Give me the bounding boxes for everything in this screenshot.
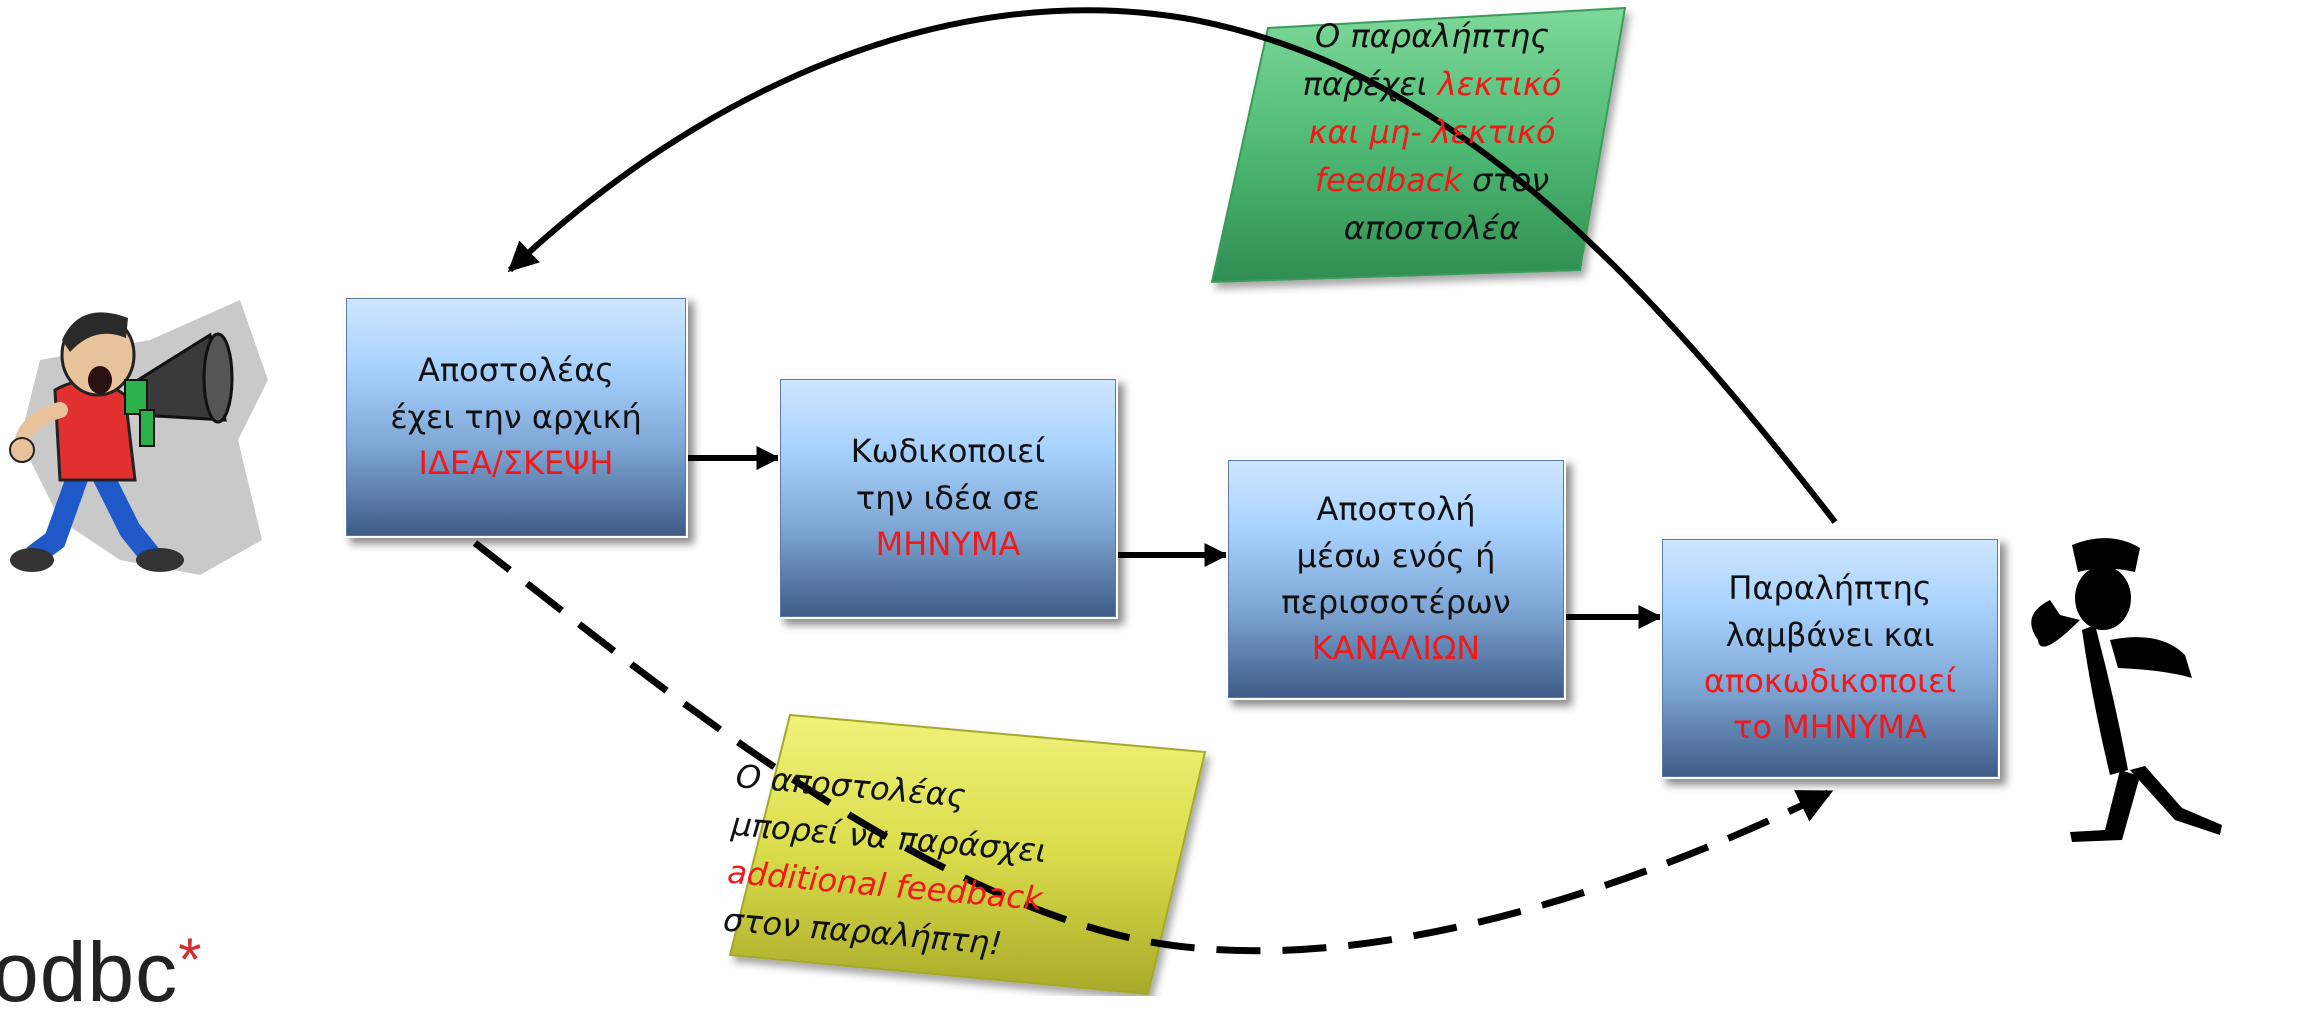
additional-feedback-arrow xyxy=(472,540,1834,955)
channel-box-line1: Αποστολή xyxy=(1316,490,1476,529)
logo-asterisk: * xyxy=(178,926,203,993)
sender-box-line2: έχει την αρχική xyxy=(390,397,642,436)
encode-box-line2: την ιδέα σε xyxy=(855,478,1041,517)
encode-box-message: ΜΗΝΥΜΑ xyxy=(875,525,1021,564)
channel-box-line2: μέσω ενός ή xyxy=(1296,536,1496,575)
diagram-canvas xyxy=(9,6,2222,996)
green-note-to: στον xyxy=(1461,161,1550,199)
receiver-box-line1: Παραλήπτης xyxy=(1728,569,1932,608)
green-note-line1: Ο παραλήπτης xyxy=(1315,17,1549,55)
receiver-decode-box: Παραλήπτης λαμβάνει και αποκωδικοποιεί τ… xyxy=(1660,537,2000,779)
receiver-box-line2: λαμβάνει και xyxy=(1725,615,1935,654)
green-feedback-shape xyxy=(1210,6,1627,284)
green-note-provides: παρέχει xyxy=(1302,65,1438,103)
sender-box-line1: Αποστολέας xyxy=(418,351,614,390)
listening-silhouette-icon xyxy=(2031,538,2222,842)
green-note-line5: αποστολέα xyxy=(1343,209,1521,247)
green-note-verbal: λεκτικό xyxy=(1437,65,1562,103)
logo-text: odbc xyxy=(0,925,179,1019)
green-feedback-note: Ο παραλήπτης παρέχει λεκτικό και μη- λεκ… xyxy=(1262,12,1602,252)
channel-box: Αποστολή μέσω ενός ή περισσοτέρων ΚΑΝΑΛΙ… xyxy=(1226,458,1566,700)
yellow-feedback-shape xyxy=(728,713,1207,996)
receiver-box-decode: αποκωδικοποιεί xyxy=(1703,662,1957,700)
channel-box-channels: ΚΑΝΑΛΙΩΝ xyxy=(1311,629,1481,668)
sender-idea-box: Αποστολέας έχει την αρχική ΙΔΕΑ/ΣΚΕΨΗ xyxy=(344,296,688,538)
yellow-feedback-note: Ο αποστολέας μπορεί να παράσχει addition… xyxy=(721,752,1156,980)
encode-message-box: Κωδικοποιεί την ιδέα σε ΜΗΝΥΜΑ xyxy=(778,377,1118,619)
green-note-line4: feedback στον xyxy=(1262,156,1602,204)
channel-box-line3: περισσοτέρων xyxy=(1281,583,1511,621)
green-note-feedback: feedback xyxy=(1314,161,1462,199)
shouting-man-megaphone-icon xyxy=(9,300,268,575)
green-note-line2: παρέχει λεκτικό xyxy=(1262,60,1602,108)
sender-box-idea: ΙΔΕΑ/ΣΚΕΨΗ xyxy=(418,444,614,483)
receiver-box-message: το ΜΗΝΥΜΑ xyxy=(1733,708,1927,747)
odbc-logo: odbc* xyxy=(0,930,203,1015)
green-note-line3: και μη- λεκτικό xyxy=(1308,113,1556,151)
verbal-feedback-arrow xyxy=(507,7,1838,524)
encode-box-line1: Κωδικοποιεί xyxy=(850,432,1046,471)
